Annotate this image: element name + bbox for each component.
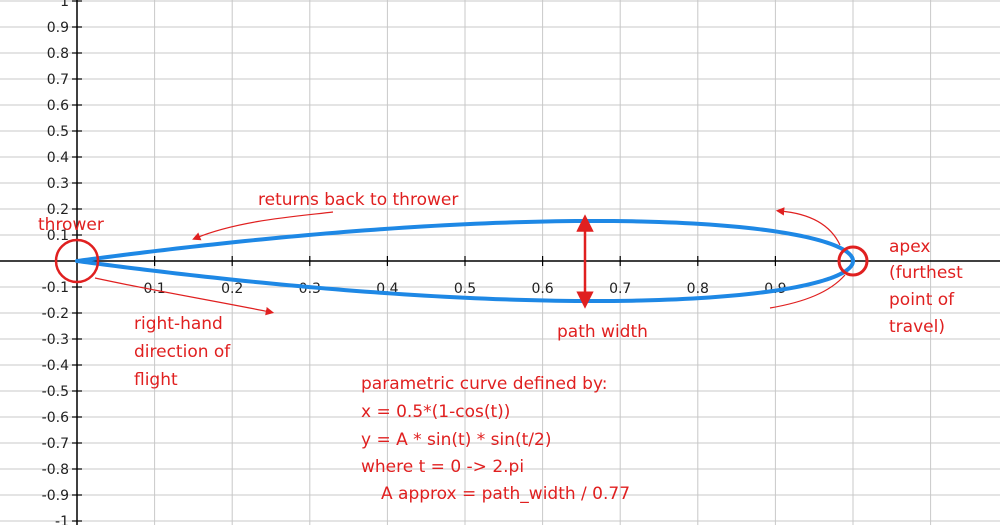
right-hand-line-1: right-hand: [134, 314, 223, 334]
thrower-label: thrower: [38, 215, 104, 235]
x-tick-label: 0.7: [609, 281, 631, 297]
y-tick-label: -0.1: [42, 280, 69, 296]
x-tick-label: 0.6: [531, 281, 553, 297]
y-tick-label: -1: [55, 514, 69, 525]
y-tick-label: 0.6: [47, 98, 69, 114]
y-tick-label: -0.7: [42, 436, 69, 452]
x-tick-label: 0.2: [221, 281, 243, 297]
y-tick-label: 0.2: [47, 202, 69, 218]
formula-line-2: x = 0.5*(1-cos(t)): [361, 402, 510, 422]
y-tick-label: -0.8: [42, 462, 69, 478]
y-tick-label: 0.7: [47, 72, 69, 88]
annotation-shapes: [54, 207, 869, 316]
y-tick-label: -0.9: [42, 488, 69, 504]
formula-line-3: y = A * sin(t) * sin(t/2): [361, 430, 551, 450]
returns-arrow: [192, 211, 334, 241]
y-tick-label: -0.5: [42, 384, 69, 400]
apex-line-4: travel): [889, 317, 945, 337]
apex-top-arrow: [775, 207, 841, 246]
right-hand-line-2: direction of: [134, 342, 231, 362]
boomerang-curve: [75, 218, 856, 304]
y-tick-label: 1: [60, 0, 69, 10]
y-tick-label: 0.4: [47, 150, 69, 166]
y-tick-label: 0.9: [47, 20, 69, 36]
y-tick-label: -0.2: [42, 306, 69, 322]
y-tick-label: 0.1: [47, 228, 69, 244]
apex-line-2: (furthest: [889, 263, 963, 283]
x-tick-label: 0.8: [687, 281, 709, 297]
y-tick-label: -0.4: [42, 358, 69, 374]
y-tick-labels: 1 0.9 0.8 0.7 0.6 0.5 0.4 0.3 0.2 0.1 -0.1 -0.2 -0.3…: [42, 0, 69, 525]
apex-line-1: apex: [889, 237, 930, 257]
annotations: returns back to thrower thrower right-ha…: [38, 190, 963, 504]
formula-line-4: where t = 0 -> 2.pi: [361, 457, 524, 477]
y-tick-label: 0.5: [47, 124, 69, 140]
y-tick-label: -0.3: [42, 332, 69, 348]
y-tick-label: 0.3: [47, 176, 69, 192]
x-tick-label: 0.1: [143, 281, 165, 297]
formula-line-1: parametric curve defined by:: [361, 374, 608, 394]
x-tick-label: 0.5: [454, 281, 476, 297]
thrower-circle: [54, 238, 100, 284]
apex-line-3: point of: [889, 290, 955, 310]
formula-line-5: A approx = path_width / 0.77: [381, 484, 630, 504]
y-tick-label: -0.6: [42, 410, 69, 426]
right-hand-line-3: flight: [134, 370, 178, 390]
apex-bottom-arrow: [769, 274, 846, 309]
returns-label: returns back to thrower: [258, 190, 458, 210]
path-width-label: path width: [557, 322, 648, 342]
apex-circle: [837, 245, 869, 277]
right-hand-arrow: [94, 277, 275, 316]
y-tick-label: 0.8: [47, 46, 69, 62]
